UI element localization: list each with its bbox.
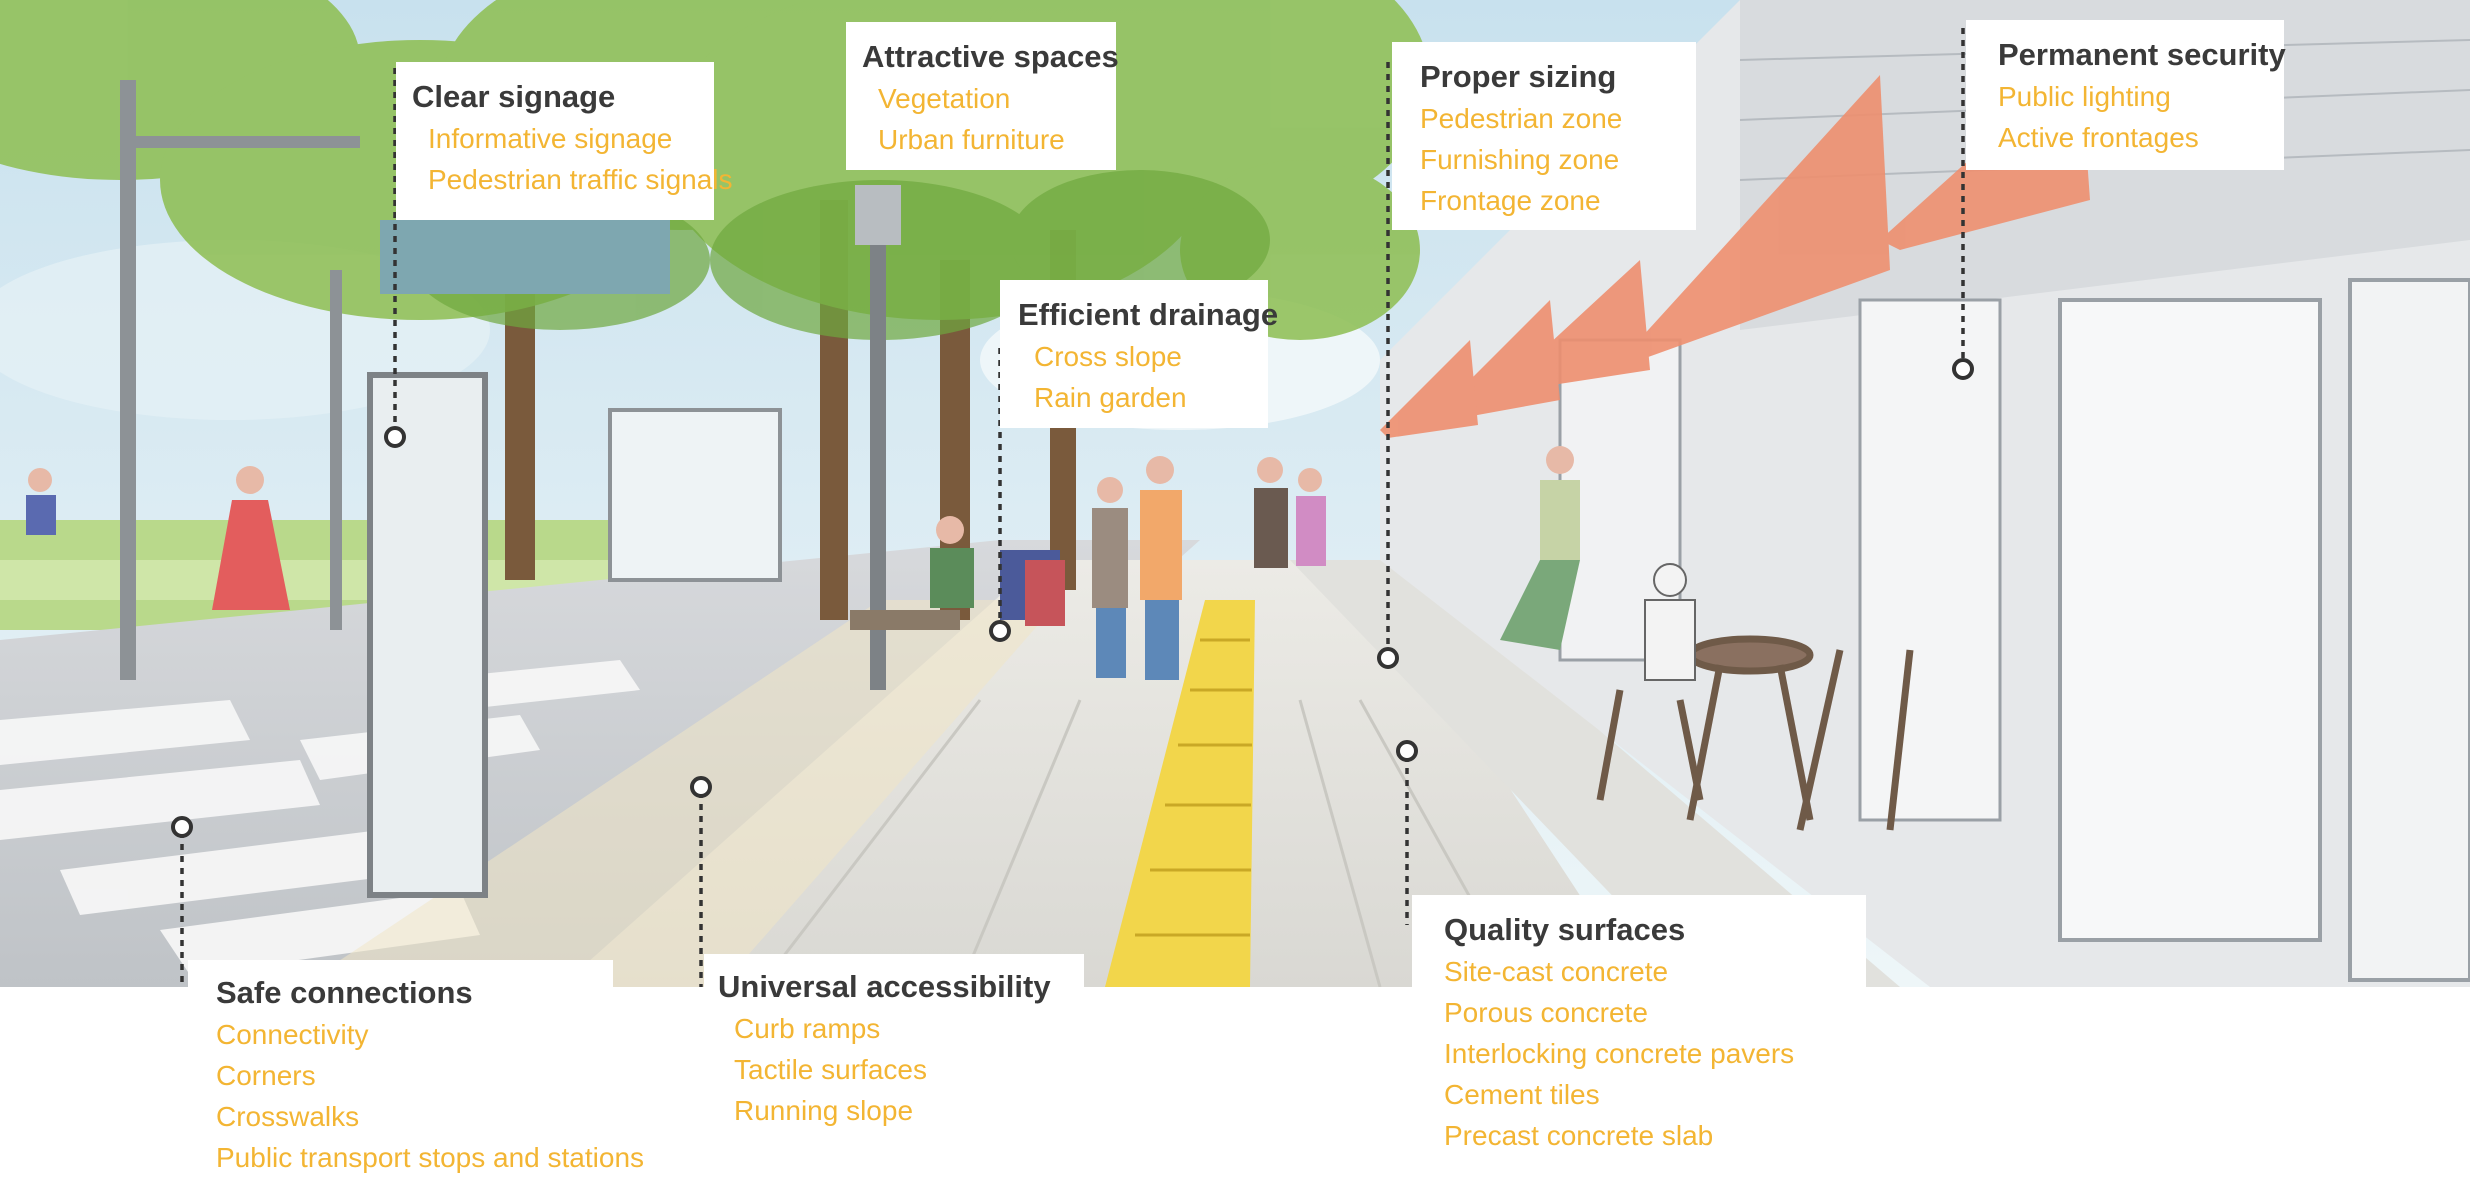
callout-item: Public lighting — [1998, 81, 2171, 112]
callout-proper-sizing: Proper sizing Pedestrian zone Furnishing… — [1392, 42, 1696, 230]
callout-clear-signage: Clear signage Informative signage Pedest… — [396, 62, 733, 220]
callout-item: Urban furniture — [878, 124, 1065, 155]
callout-item: Active frontages — [1998, 122, 2199, 153]
leader-dot-icon — [171, 816, 193, 838]
callout-item: Interlocking concrete pavers — [1444, 1038, 1795, 1069]
callout-item: Pedestrian zone — [1420, 103, 1623, 134]
callout-title: Permanent security — [1998, 37, 2286, 72]
callout-permanent-security: Permanent security Public lighting Activ… — [1966, 20, 2286, 170]
callout-item: Cement tiles — [1444, 1079, 1600, 1110]
callout-item: Furnishing zone — [1420, 144, 1620, 175]
tactile-strip — [1105, 600, 1255, 987]
callout-title: Efficient drainage — [1018, 297, 1279, 332]
leader-dot-icon — [989, 620, 1011, 642]
leader-dot-icon — [1396, 740, 1418, 762]
callout-title: Proper sizing — [1420, 59, 1617, 94]
callout-item: Curb ramps — [734, 1013, 881, 1044]
leader-dot-icon — [690, 776, 712, 798]
callout-quality-surfaces: Quality surfaces Site-cast concrete Poro… — [1412, 895, 1866, 1157]
callout-title: Clear signage — [412, 79, 616, 114]
callout-item: Cross slope — [1034, 341, 1182, 372]
callout-item: Connectivity — [216, 1019, 369, 1050]
leader-dot-icon — [1377, 647, 1399, 669]
callout-title: Attractive spaces — [862, 39, 1119, 74]
leader-dot-icon — [1952, 358, 1974, 380]
callout-item: Corners — [216, 1060, 316, 1091]
callout-item: Porous concrete — [1444, 997, 1648, 1028]
callout-item: Tactile surfaces — [734, 1054, 927, 1085]
callout-title: Quality surfaces — [1444, 912, 1686, 947]
callout-item: Running slope — [734, 1095, 914, 1126]
callout-title: Safe connections — [216, 975, 473, 1010]
callout-item: Frontage zone — [1420, 185, 1601, 216]
callout-efficient-drainage: Efficient drainage Cross slope Rain gard… — [1000, 280, 1279, 428]
callout-item: Vegetation — [878, 83, 1011, 114]
callout-attractive-spaces: Attractive spaces Vegetation Urban furni… — [846, 22, 1119, 170]
sidewalk — [300, 560, 1900, 987]
callout-item: Pedestrian traffic signals — [428, 164, 733, 195]
leader-lines — [171, 28, 1974, 987]
callout-item: Site-cast concrete — [1444, 956, 1669, 987]
callout-item: Public transport stops and stations — [216, 1142, 645, 1173]
pedestrians — [26, 446, 1696, 681]
leader-dot-icon — [384, 426, 406, 448]
street-furniture — [120, 80, 1065, 898]
callout-item: Crosswalks — [216, 1101, 360, 1132]
callout-universal-accessibility: Universal accessibility Curb ramps Tacti… — [704, 954, 1084, 1144]
callout-item: Precast concrete slab — [1444, 1120, 1714, 1151]
callout-title: Universal accessibility — [718, 969, 1051, 1004]
callout-item: Rain garden — [1034, 382, 1187, 413]
callout-safe-connections: Safe connections Connectivity Corners Cr… — [188, 960, 645, 1190]
callout-item: Informative signage — [428, 123, 673, 154]
